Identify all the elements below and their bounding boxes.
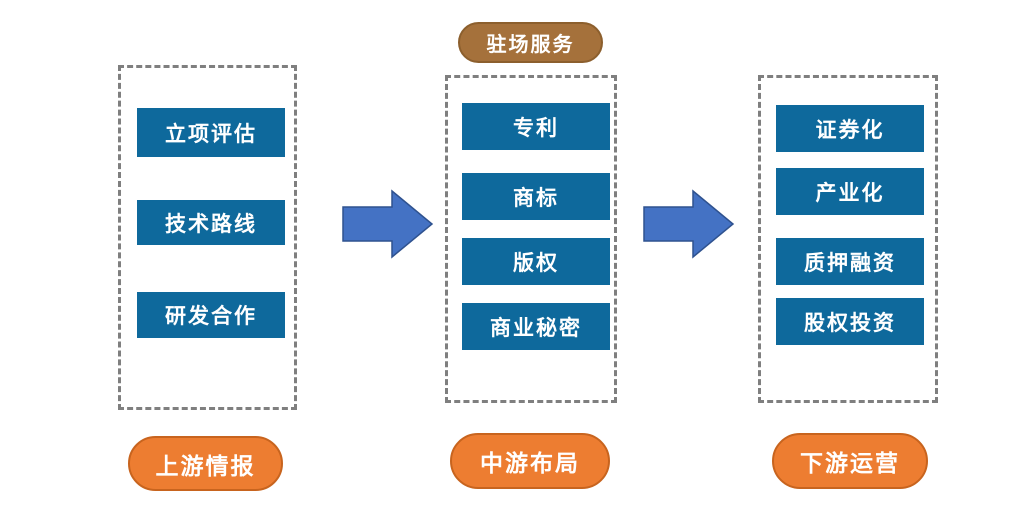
downstream-column: 证券化 产业化 质押融资 股权投资: [758, 75, 938, 403]
upstream-column: 立项评估 技术路线 研发合作: [118, 65, 297, 410]
box-securitization: 证券化: [776, 105, 924, 152]
box-industrialization: 产业化: [776, 168, 924, 215]
downstream-operation-pill: 下游运营: [772, 433, 928, 489]
box-pledge-financing: 质押融资: [776, 238, 924, 285]
onsite-service-badge: 驻场服务: [458, 22, 603, 63]
box-trademark: 商标: [462, 173, 610, 220]
box-project-evaluation: 立项评估: [137, 108, 285, 157]
flow-arrow-right: [643, 189, 735, 259]
box-trade-secret: 商业秘密: [462, 303, 610, 350]
box-equity-investment: 股权投资: [776, 298, 924, 345]
midstream-layout-pill: 中游布局: [450, 433, 610, 489]
box-patent: 专利: [462, 103, 610, 150]
box-copyright: 版权: [462, 238, 610, 285]
box-technology-roadmap: 技术路线: [137, 200, 285, 245]
midstream-column: 专利 商标 版权 商业秘密: [445, 75, 617, 403]
box-rd-cooperation: 研发合作: [137, 292, 285, 338]
flow-arrow-left: [342, 189, 434, 259]
upstream-intelligence-pill: 上游情报: [128, 436, 283, 491]
